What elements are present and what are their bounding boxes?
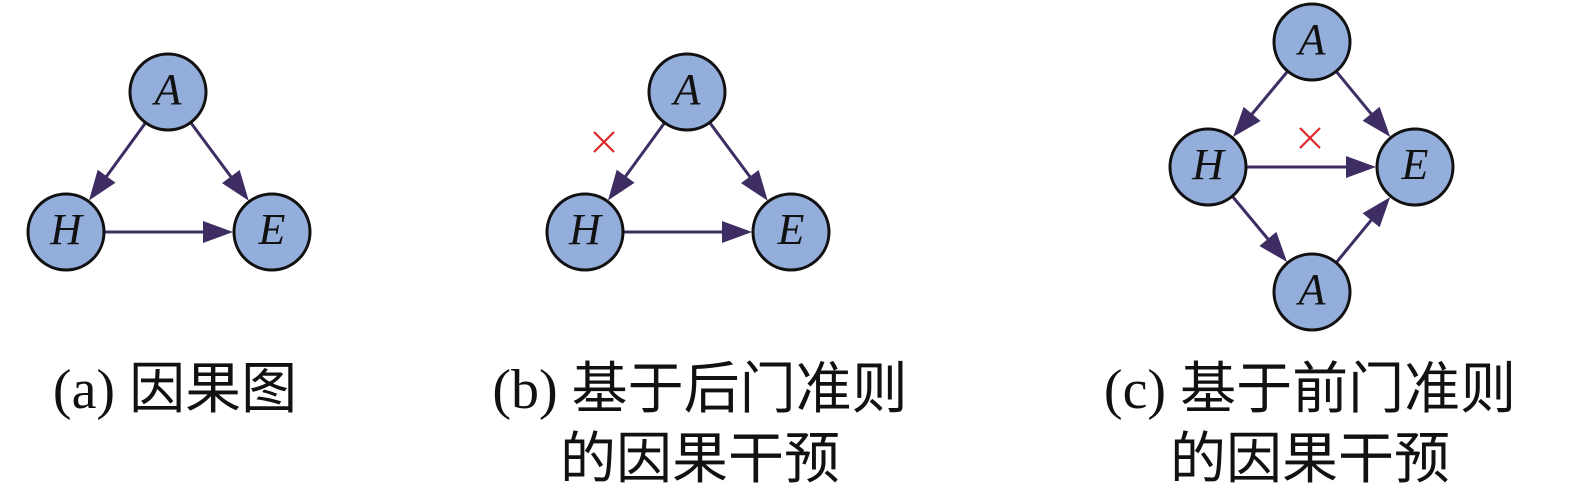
node-circle	[1168, 127, 1248, 207]
edge-a-H-E	[105, 221, 233, 243]
edge-line	[709, 122, 753, 180]
caption-panel-a: (a) 因果图	[20, 355, 330, 425]
node-label: H	[1191, 140, 1226, 189]
arrowhead	[222, 170, 249, 201]
blocked-edge-cross-icon	[593, 131, 615, 153]
node-circle	[647, 52, 727, 132]
edge-c-H-A2	[1231, 196, 1288, 263]
caption-panel-c: (c) 基于前门准则 的因果干预	[1065, 355, 1555, 495]
edge-c-H-E	[1247, 156, 1376, 178]
node-circle	[751, 192, 831, 272]
arrowhead	[1362, 106, 1391, 137]
node-circle	[545, 192, 625, 272]
edge-line	[1249, 71, 1289, 117]
node-circle	[1272, 252, 1352, 332]
nodes-layer: A H E A H E A H E A	[26, 2, 1455, 332]
node-circle	[26, 192, 106, 272]
node-label: H	[49, 205, 84, 254]
node-c-H: H	[1168, 127, 1248, 207]
node-circle	[1272, 2, 1352, 82]
node-b-E: E	[751, 192, 831, 272]
caption-b-line-1: (b) 基于后门准则	[492, 359, 908, 421]
node-label: H	[568, 205, 603, 254]
edge-a-A-E	[190, 122, 249, 201]
arrowhead	[1362, 197, 1391, 228]
caption-c-line-2: 的因果干预	[1170, 429, 1450, 491]
node-b-H: H	[545, 192, 625, 272]
edge-line	[104, 122, 147, 179]
cross-marks-layer	[593, 127, 1321, 153]
node-b-A: A	[647, 52, 727, 132]
edge-c-A1-E	[1335, 71, 1391, 137]
node-a-H: H	[26, 192, 106, 272]
arrowhead	[1232, 106, 1261, 138]
caption-b-line-2: 的因果干预	[560, 429, 840, 491]
node-label: E	[258, 205, 286, 254]
node-label: A	[1296, 15, 1327, 64]
node-label: A	[671, 65, 702, 114]
caption-c-line-1: (c) 基于前门准则	[1103, 359, 1517, 421]
node-circle	[128, 52, 208, 132]
cross-stroke	[1299, 127, 1321, 149]
cross-stroke	[593, 131, 615, 153]
arrowhead	[203, 221, 233, 243]
arrowhead	[88, 169, 116, 201]
edge-c-A2-E	[1335, 197, 1391, 263]
edge-c-A1-H	[1232, 71, 1289, 138]
node-a-A: A	[128, 52, 208, 132]
edge-a-A-H	[88, 122, 147, 201]
edge-line	[623, 122, 666, 179]
edge-b-A-H	[607, 122, 666, 201]
caption-a-line-1: (a) 因果图	[52, 359, 298, 421]
edge-line	[190, 122, 234, 180]
node-c-A1: A	[1272, 2, 1352, 82]
blocked-edge-cross-icon	[1299, 127, 1321, 149]
edge-b-H-E	[624, 221, 752, 243]
node-c-E: E	[1375, 127, 1455, 207]
node-a-E: E	[232, 192, 312, 272]
node-circle	[1375, 127, 1455, 207]
edge-line	[1231, 196, 1271, 242]
node-label: E	[777, 205, 805, 254]
edge-line	[1335, 217, 1374, 263]
arrowhead	[741, 170, 768, 201]
node-label: E	[1401, 140, 1429, 189]
arrowhead	[607, 169, 635, 201]
edge-b-A-E	[709, 122, 768, 201]
node-label: A	[152, 65, 183, 114]
arrowhead	[1346, 156, 1376, 178]
edge-line	[1335, 71, 1374, 117]
node-c-A2: A	[1272, 252, 1352, 332]
arrowhead	[722, 221, 752, 243]
node-circle	[232, 192, 312, 272]
caption-panel-b: (b) 基于后门准则 的因果干预	[450, 355, 950, 495]
arrowhead	[1259, 231, 1288, 263]
edges-layer	[88, 71, 1391, 263]
node-label: A	[1296, 265, 1327, 314]
